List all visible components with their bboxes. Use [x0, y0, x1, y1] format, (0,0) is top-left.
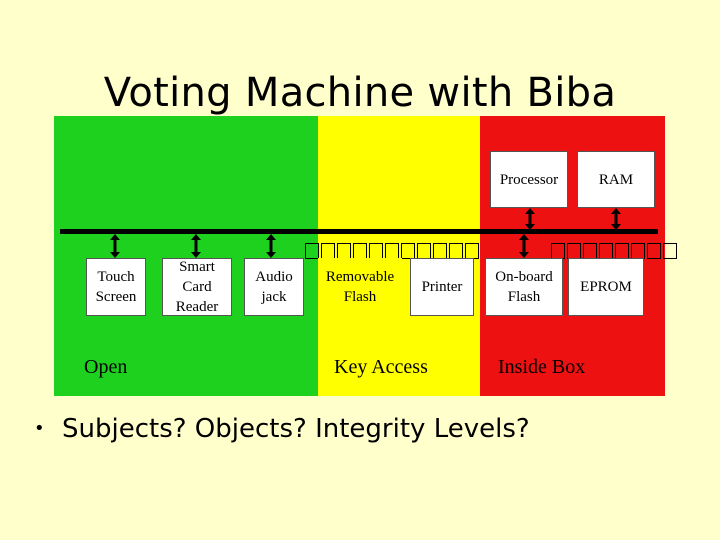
missing-glyph: [599, 243, 613, 259]
processor-label: Processor: [499, 171, 559, 188]
removable-flash-label: Removable Flash: [325, 269, 395, 305]
smart-card-reader-box: Smart Card Reader: [162, 258, 232, 316]
ram-bus-connector: [609, 208, 623, 230]
missing-glyph: [449, 243, 463, 259]
missing-glyph: [401, 243, 415, 259]
ram-box: RAM: [577, 151, 655, 208]
zone-key-access: [318, 116, 480, 396]
audio-jack-connector: [264, 234, 278, 258]
printer-label: Printer: [421, 279, 463, 295]
printer-box: Printer: [410, 258, 474, 316]
eprom-box: EPROM: [568, 258, 644, 316]
missing-glyph: [353, 243, 367, 259]
onboard-flash-box: On-board Flash: [485, 258, 563, 316]
zone-label-open: Open: [84, 356, 128, 378]
bullet-text: Subjects? Objects? Integrity Levels?: [62, 414, 530, 444]
missing-glyph: [305, 243, 319, 259]
missing-glyph: [551, 243, 565, 259]
audio-jack-label: Audio jack: [255, 269, 293, 305]
smart-card-connector: [189, 234, 203, 258]
missing-glyph: [647, 243, 661, 259]
touch-screen-box: Touch Screen: [86, 258, 146, 316]
missing-glyph-row-right: [551, 243, 677, 259]
smart-card-reader-label: Smart Card Reader: [175, 259, 219, 315]
onboard-flash-label: On-board Flash: [495, 269, 553, 305]
missing-glyph: [433, 243, 447, 259]
system-bus: [60, 229, 658, 234]
missing-glyph: [465, 243, 479, 259]
ram-label: RAM: [598, 171, 634, 188]
missing-glyph: [417, 243, 431, 259]
missing-glyph: [369, 243, 383, 259]
processor-bus-connector: [523, 208, 537, 230]
missing-glyph-row-left: [305, 243, 479, 259]
zone-label-key-access: Key Access: [334, 356, 428, 378]
bullet-item: • Subjects? Objects? Integrity Levels?: [34, 414, 530, 444]
page-title: Voting Machine with Biba: [103, 70, 617, 116]
processor-box: Processor: [490, 151, 568, 208]
missing-glyph: [615, 243, 629, 259]
missing-glyph: [663, 243, 677, 259]
missing-glyph: [385, 243, 399, 259]
zone-label-inside-box: Inside Box: [498, 356, 586, 378]
zone-open: [54, 116, 318, 396]
eprom-label: EPROM: [580, 279, 632, 295]
audio-jack-box: Audio jack: [244, 258, 304, 316]
touch-screen-connector: [108, 234, 122, 258]
touch-screen-label: Touch Screen: [95, 269, 137, 305]
bullet-icon: •: [34, 418, 45, 439]
missing-glyph: [337, 243, 351, 259]
missing-glyph: [631, 243, 645, 259]
missing-glyph: [321, 243, 335, 259]
onboard-flash-connector: [517, 234, 531, 258]
missing-glyph: [567, 243, 581, 259]
missing-glyph: [583, 243, 597, 259]
removable-flash-box: Removable Flash: [318, 258, 402, 316]
